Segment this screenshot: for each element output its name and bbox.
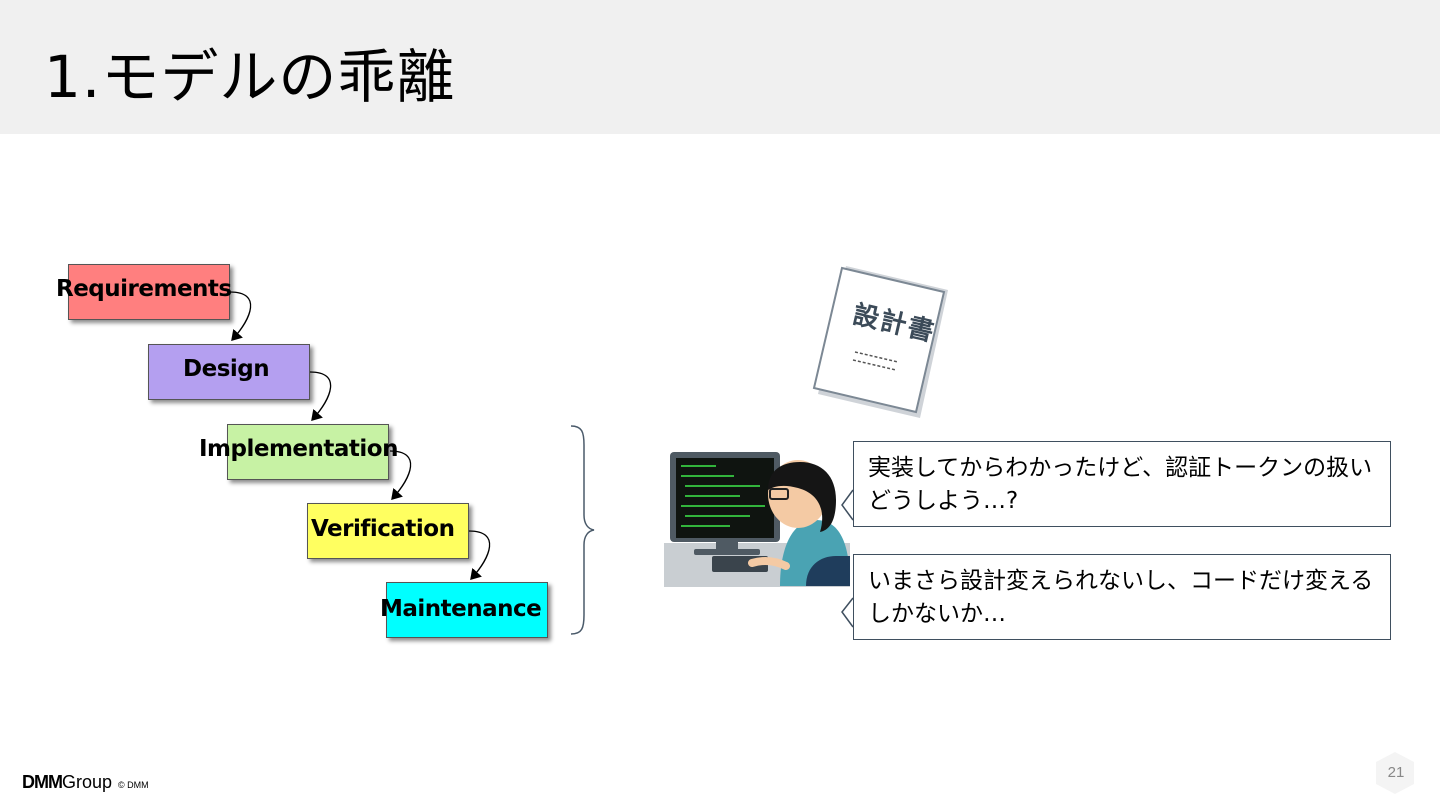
stage-label-implementation: Implementation	[199, 436, 398, 462]
brace-icon	[570, 425, 595, 635]
programmer-icon	[664, 452, 850, 587]
arrow-implementation-verification	[389, 450, 412, 500]
footer-brand: DMM	[22, 772, 63, 792]
bubble-tail-2	[841, 597, 854, 628]
page-number-badge	[1376, 752, 1414, 794]
stage-maintenance	[386, 582, 548, 638]
stage-label-design: Design	[183, 356, 270, 382]
stage-label-requirements: Requirements	[56, 276, 232, 302]
footer-group: Group	[62, 772, 113, 792]
stage-label-verification: Verification	[311, 516, 455, 542]
stage-requirements	[68, 264, 230, 320]
arrow-design-implementation	[309, 371, 332, 421]
stage-implementation	[227, 424, 389, 480]
bubble-tail-1	[841, 489, 854, 521]
stage-verification	[307, 503, 469, 559]
footer-logo: DMMGroup © DMM	[22, 772, 149, 793]
arrow-requirements-design	[229, 291, 252, 341]
speech-bubble-1: 実装してからわかったけど、認証トークンの扱いどうしよう…?	[853, 441, 1391, 527]
slide-title: 1.モデルの乖離	[44, 43, 456, 111]
document-icon	[812, 266, 948, 418]
slide-header: 1.モデルの乖離	[0, 0, 1440, 134]
stage-label-maintenance: Maintenance	[380, 596, 542, 622]
footer-copyright: © DMM	[118, 780, 149, 790]
stage-design	[148, 344, 310, 400]
page-number: 21	[1387, 764, 1405, 781]
speech-bubble-2: いまさら設計変えられないし、コードだけ変えるしかないか…	[853, 554, 1391, 640]
arrow-verification-maintenance	[468, 530, 491, 580]
